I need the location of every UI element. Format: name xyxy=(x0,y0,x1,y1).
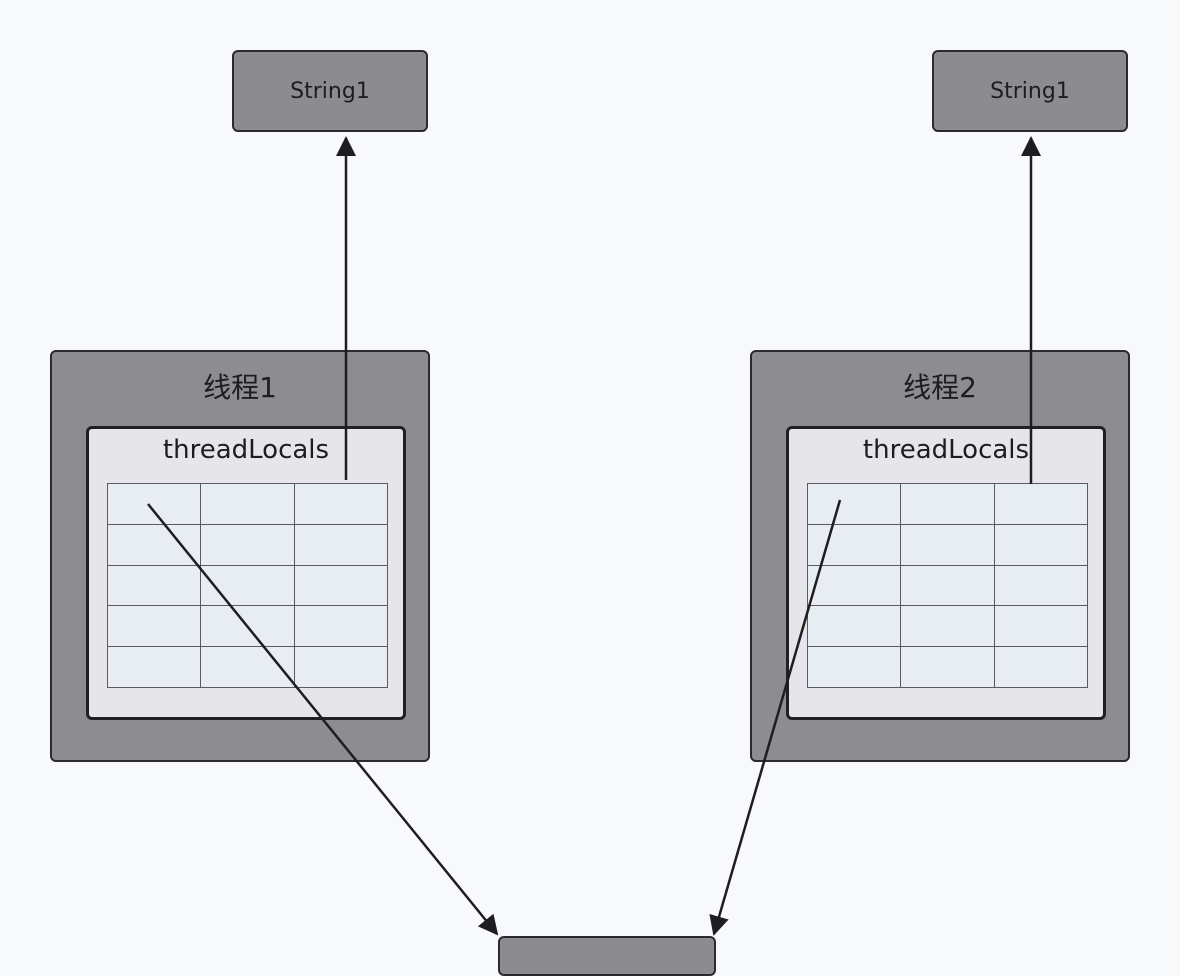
table-cell xyxy=(993,646,1089,688)
table-cell xyxy=(900,646,995,688)
thread1-threadlocals-table xyxy=(106,483,389,688)
thread2-box: 线程2 threadLocals xyxy=(750,350,1130,762)
thread1-title: 线程1 xyxy=(203,371,277,404)
table-cell xyxy=(806,523,902,566)
table-cell xyxy=(293,605,389,648)
string1-box-right: String1 xyxy=(932,50,1128,132)
diagram-canvas: String1 String1 线程1 threadLocals 线程2 thr… xyxy=(50,50,1130,976)
table-cell xyxy=(200,523,295,566)
table-row xyxy=(806,605,1089,648)
thread1-threadlocals-label: threadLocals xyxy=(162,435,330,465)
table-cell xyxy=(106,605,202,648)
table-row xyxy=(106,605,389,648)
table-cell xyxy=(200,646,295,688)
table-row xyxy=(106,523,389,566)
table-cell xyxy=(293,564,389,607)
table-row xyxy=(806,483,1089,525)
table-cell xyxy=(106,564,202,607)
table-row xyxy=(106,564,389,607)
thread1-box: 线程1 threadLocals xyxy=(50,350,430,762)
table-cell xyxy=(106,646,202,688)
table-row xyxy=(806,523,1089,566)
table-cell xyxy=(806,646,902,688)
table-cell xyxy=(200,483,295,525)
table-cell xyxy=(200,564,295,607)
table-row xyxy=(806,564,1089,607)
thread2-threadlocals-box: threadLocals xyxy=(786,426,1106,720)
table-cell xyxy=(293,523,389,566)
table-cell xyxy=(106,523,202,566)
shared-object-box xyxy=(498,936,716,976)
string1-box-left: String1 xyxy=(232,50,428,132)
table-cell xyxy=(993,605,1089,648)
string1-label-left: String1 xyxy=(290,78,370,104)
table-cell xyxy=(293,483,389,525)
table-cell xyxy=(106,483,202,525)
table-cell xyxy=(993,564,1089,607)
string1-label-right: String1 xyxy=(990,78,1070,104)
table-cell xyxy=(293,646,389,688)
table-cell xyxy=(200,605,295,648)
table-cell xyxy=(900,564,995,607)
table-cell xyxy=(806,564,902,607)
thread2-threadlocals-label: threadLocals xyxy=(862,435,1030,465)
table-cell xyxy=(900,605,995,648)
table-row xyxy=(106,646,389,688)
table-cell xyxy=(806,483,902,525)
table-cell xyxy=(900,523,995,566)
table-cell xyxy=(900,483,995,525)
table-cell xyxy=(806,605,902,648)
table-row xyxy=(106,483,389,525)
thread2-title: 线程2 xyxy=(903,371,977,404)
table-row xyxy=(806,646,1089,688)
thread1-threadlocals-box: threadLocals xyxy=(86,426,406,720)
table-cell xyxy=(993,523,1089,566)
thread2-threadlocals-table xyxy=(806,483,1089,688)
table-cell xyxy=(993,483,1089,525)
